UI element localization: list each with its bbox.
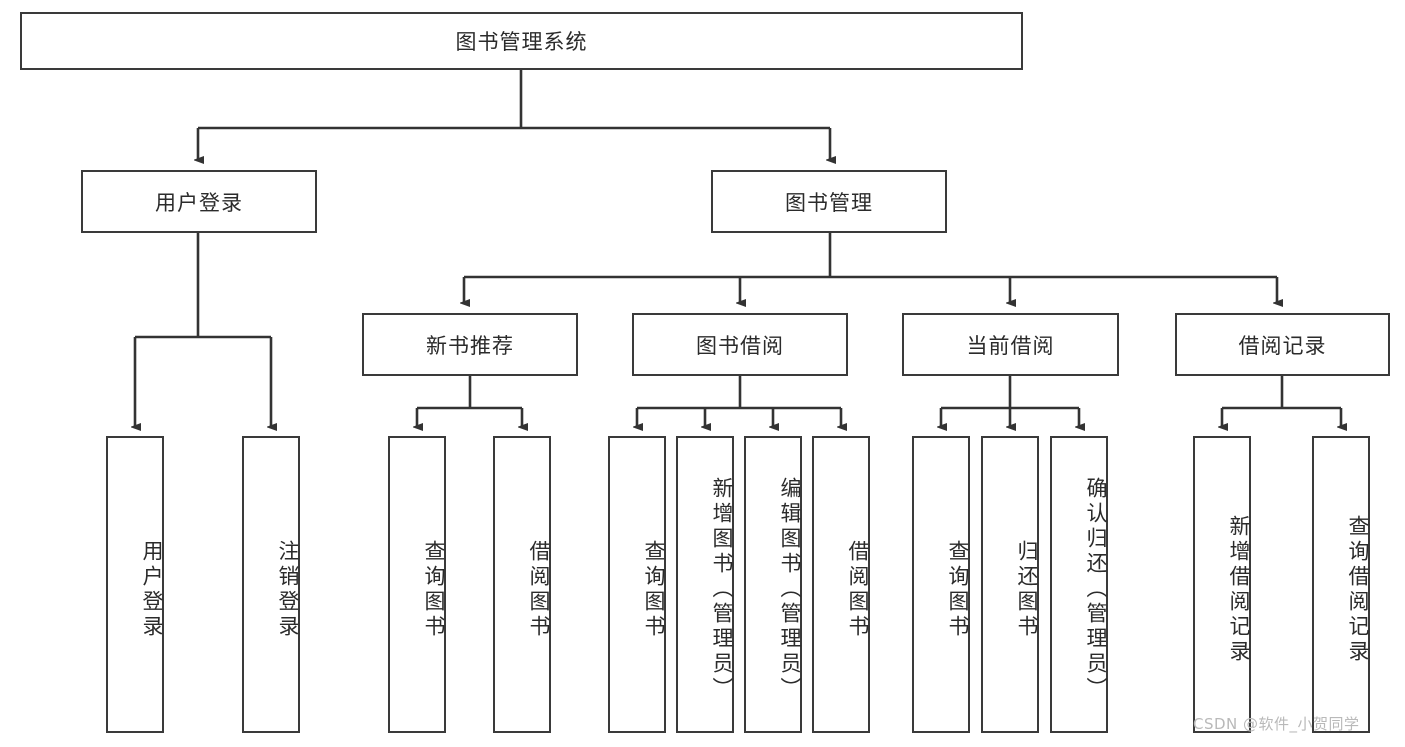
leaf-borrow-borrow-book[interactable]: 借阅图书 [812,436,870,733]
node-label: 用户登录 [140,539,164,640]
node-label: 借阅图书 [527,539,551,640]
node-current-borrow[interactable]: 当前借阅 [902,313,1119,376]
node-root-book-management-system[interactable]: 图书管理系统 [20,12,1023,70]
node-new-book-recommend[interactable]: 新书推荐 [362,313,578,376]
node-label: 查询图书 [946,539,970,640]
leaf-user-logout[interactable]: 注销登录 [242,436,300,733]
node-borrow-record[interactable]: 借阅记录 [1175,313,1390,376]
node-label: 图书管理系统 [455,30,588,54]
leaf-current-query-book[interactable]: 查询图书 [912,436,970,733]
node-label: 新书推荐 [426,333,514,358]
node-book-management[interactable]: 图书管理 [711,170,947,233]
leaf-record-query-borrow-record[interactable]: 查询借阅记录 [1312,436,1370,733]
node-label: 新增图书（管理员） [710,477,734,702]
node-label: 确认归还（管理员） [1084,477,1108,702]
node-label: 当前借阅 [966,333,1055,358]
node-book-borrow[interactable]: 图书借阅 [632,313,848,376]
leaf-user-login[interactable]: 用户登录 [106,436,164,733]
node-label: 查询图书 [422,539,446,640]
node-label: 用户登录 [155,190,243,215]
node-label: 新增借阅记录 [1227,514,1251,665]
leaf-borrow-query-book[interactable]: 查询图书 [608,436,666,733]
node-label: 编辑图书（管理员） [778,477,802,702]
node-label: 借阅图书 [846,539,870,640]
node-user-login[interactable]: 用户登录 [81,170,317,233]
leaf-current-confirm-return-admin[interactable]: 确认归还（管理员） [1050,436,1108,733]
node-label: 归还图书 [1015,539,1039,640]
leaf-borrow-add-book-admin[interactable]: 新增图书（管理员） [676,436,734,733]
csdn-watermark: CSDN @软件_小贺同学 [1193,715,1360,733]
node-label: 图书借阅 [696,333,784,358]
node-label: 查询图书 [642,539,666,640]
node-label: 借阅记录 [1238,333,1327,358]
leaf-current-return-book[interactable]: 归还图书 [981,436,1039,733]
node-label: 查询借阅记录 [1346,514,1370,665]
node-label: 图书管理 [785,190,873,215]
leaf-recommend-borrow-book[interactable]: 借阅图书 [493,436,551,733]
leaf-record-add-borrow-record[interactable]: 新增借阅记录 [1193,436,1251,733]
node-label: 注销登录 [276,539,300,640]
leaf-borrow-edit-book-admin[interactable]: 编辑图书（管理员） [744,436,802,733]
leaf-recommend-query-book[interactable]: 查询图书 [388,436,446,733]
